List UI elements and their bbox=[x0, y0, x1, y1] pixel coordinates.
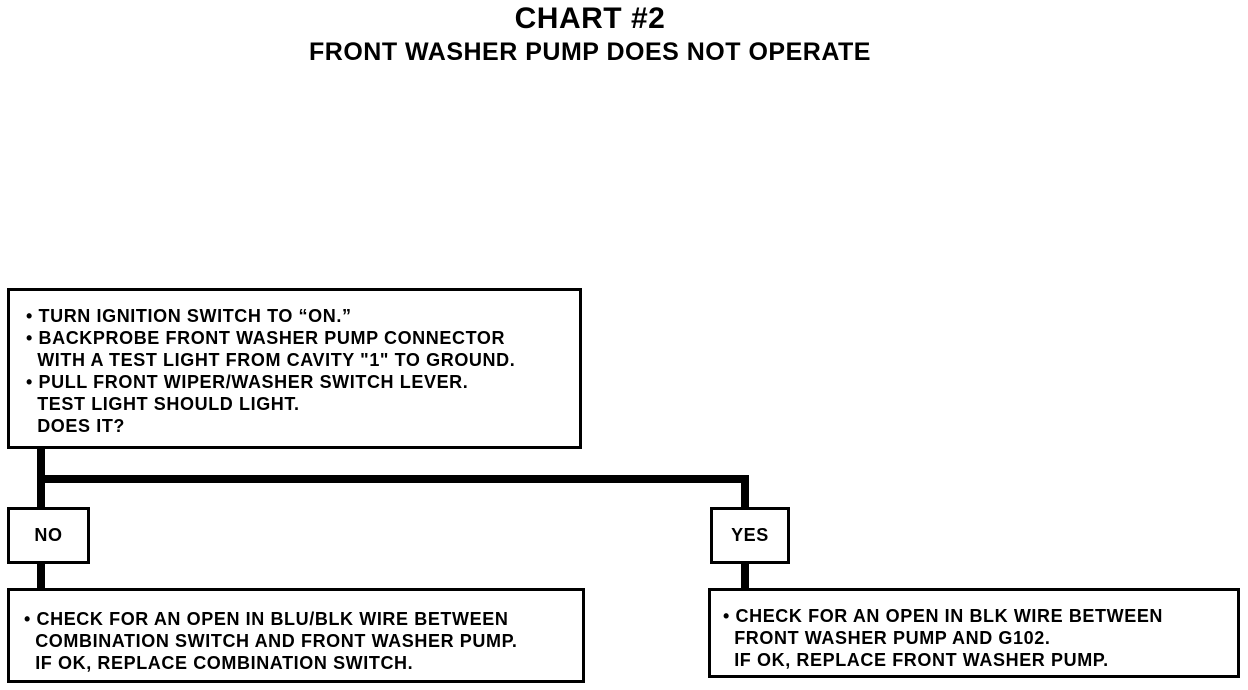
chart-subtitle: FRONT WASHER PUMP DOES NOT OPERATE bbox=[309, 38, 871, 66]
no-action-line: IF OK, REPLACE COMBINATION SWITCH. bbox=[24, 653, 414, 673]
decision-line: WITH A TEST LIGHT FROM CAVITY "1" TO GRO… bbox=[26, 350, 516, 370]
chart-title: CHART #2 bbox=[514, 2, 666, 35]
yes-action-box: • CHECK FOR AN OPEN IN BLK WIRE BETWEEN … bbox=[708, 588, 1240, 678]
decision-line: • TURN IGNITION SWITCH TO “ON.” bbox=[26, 306, 352, 326]
no-action-line: • CHECK FOR AN OPEN IN BLU/BLK WIRE BETW… bbox=[24, 609, 509, 629]
yes-action-line: IF OK, REPLACE FRONT WASHER PUMP. bbox=[723, 650, 1109, 670]
yes-action-line: FRONT WASHER PUMP AND G102. bbox=[723, 628, 1051, 648]
decision-box: • TURN IGNITION SWITCH TO “ON.” • BACKPR… bbox=[7, 288, 582, 449]
connector-no-action bbox=[37, 562, 45, 590]
no-action-box: • CHECK FOR AN OPEN IN BLU/BLK WIRE BETW… bbox=[7, 588, 585, 683]
connector-yes-down bbox=[741, 475, 749, 509]
no-branch-label: NO bbox=[7, 507, 90, 564]
no-action-line: COMBINATION SWITCH AND FRONT WASHER PUMP… bbox=[24, 631, 518, 651]
connector-yes-action bbox=[741, 562, 749, 590]
decision-line: • PULL FRONT WIPER/WASHER SWITCH LEVER. bbox=[26, 372, 469, 392]
decision-line: TEST LIGHT SHOULD LIGHT. bbox=[26, 394, 300, 414]
yes-branch-label: YES bbox=[710, 507, 790, 564]
decision-line: DOES IT? bbox=[26, 416, 126, 436]
decision-line: • BACKPROBE FRONT WASHER PUMP CONNECTOR bbox=[26, 328, 506, 348]
connector-horizontal bbox=[37, 475, 749, 483]
yes-action-line: • CHECK FOR AN OPEN IN BLK WIRE BETWEEN bbox=[723, 606, 1164, 626]
